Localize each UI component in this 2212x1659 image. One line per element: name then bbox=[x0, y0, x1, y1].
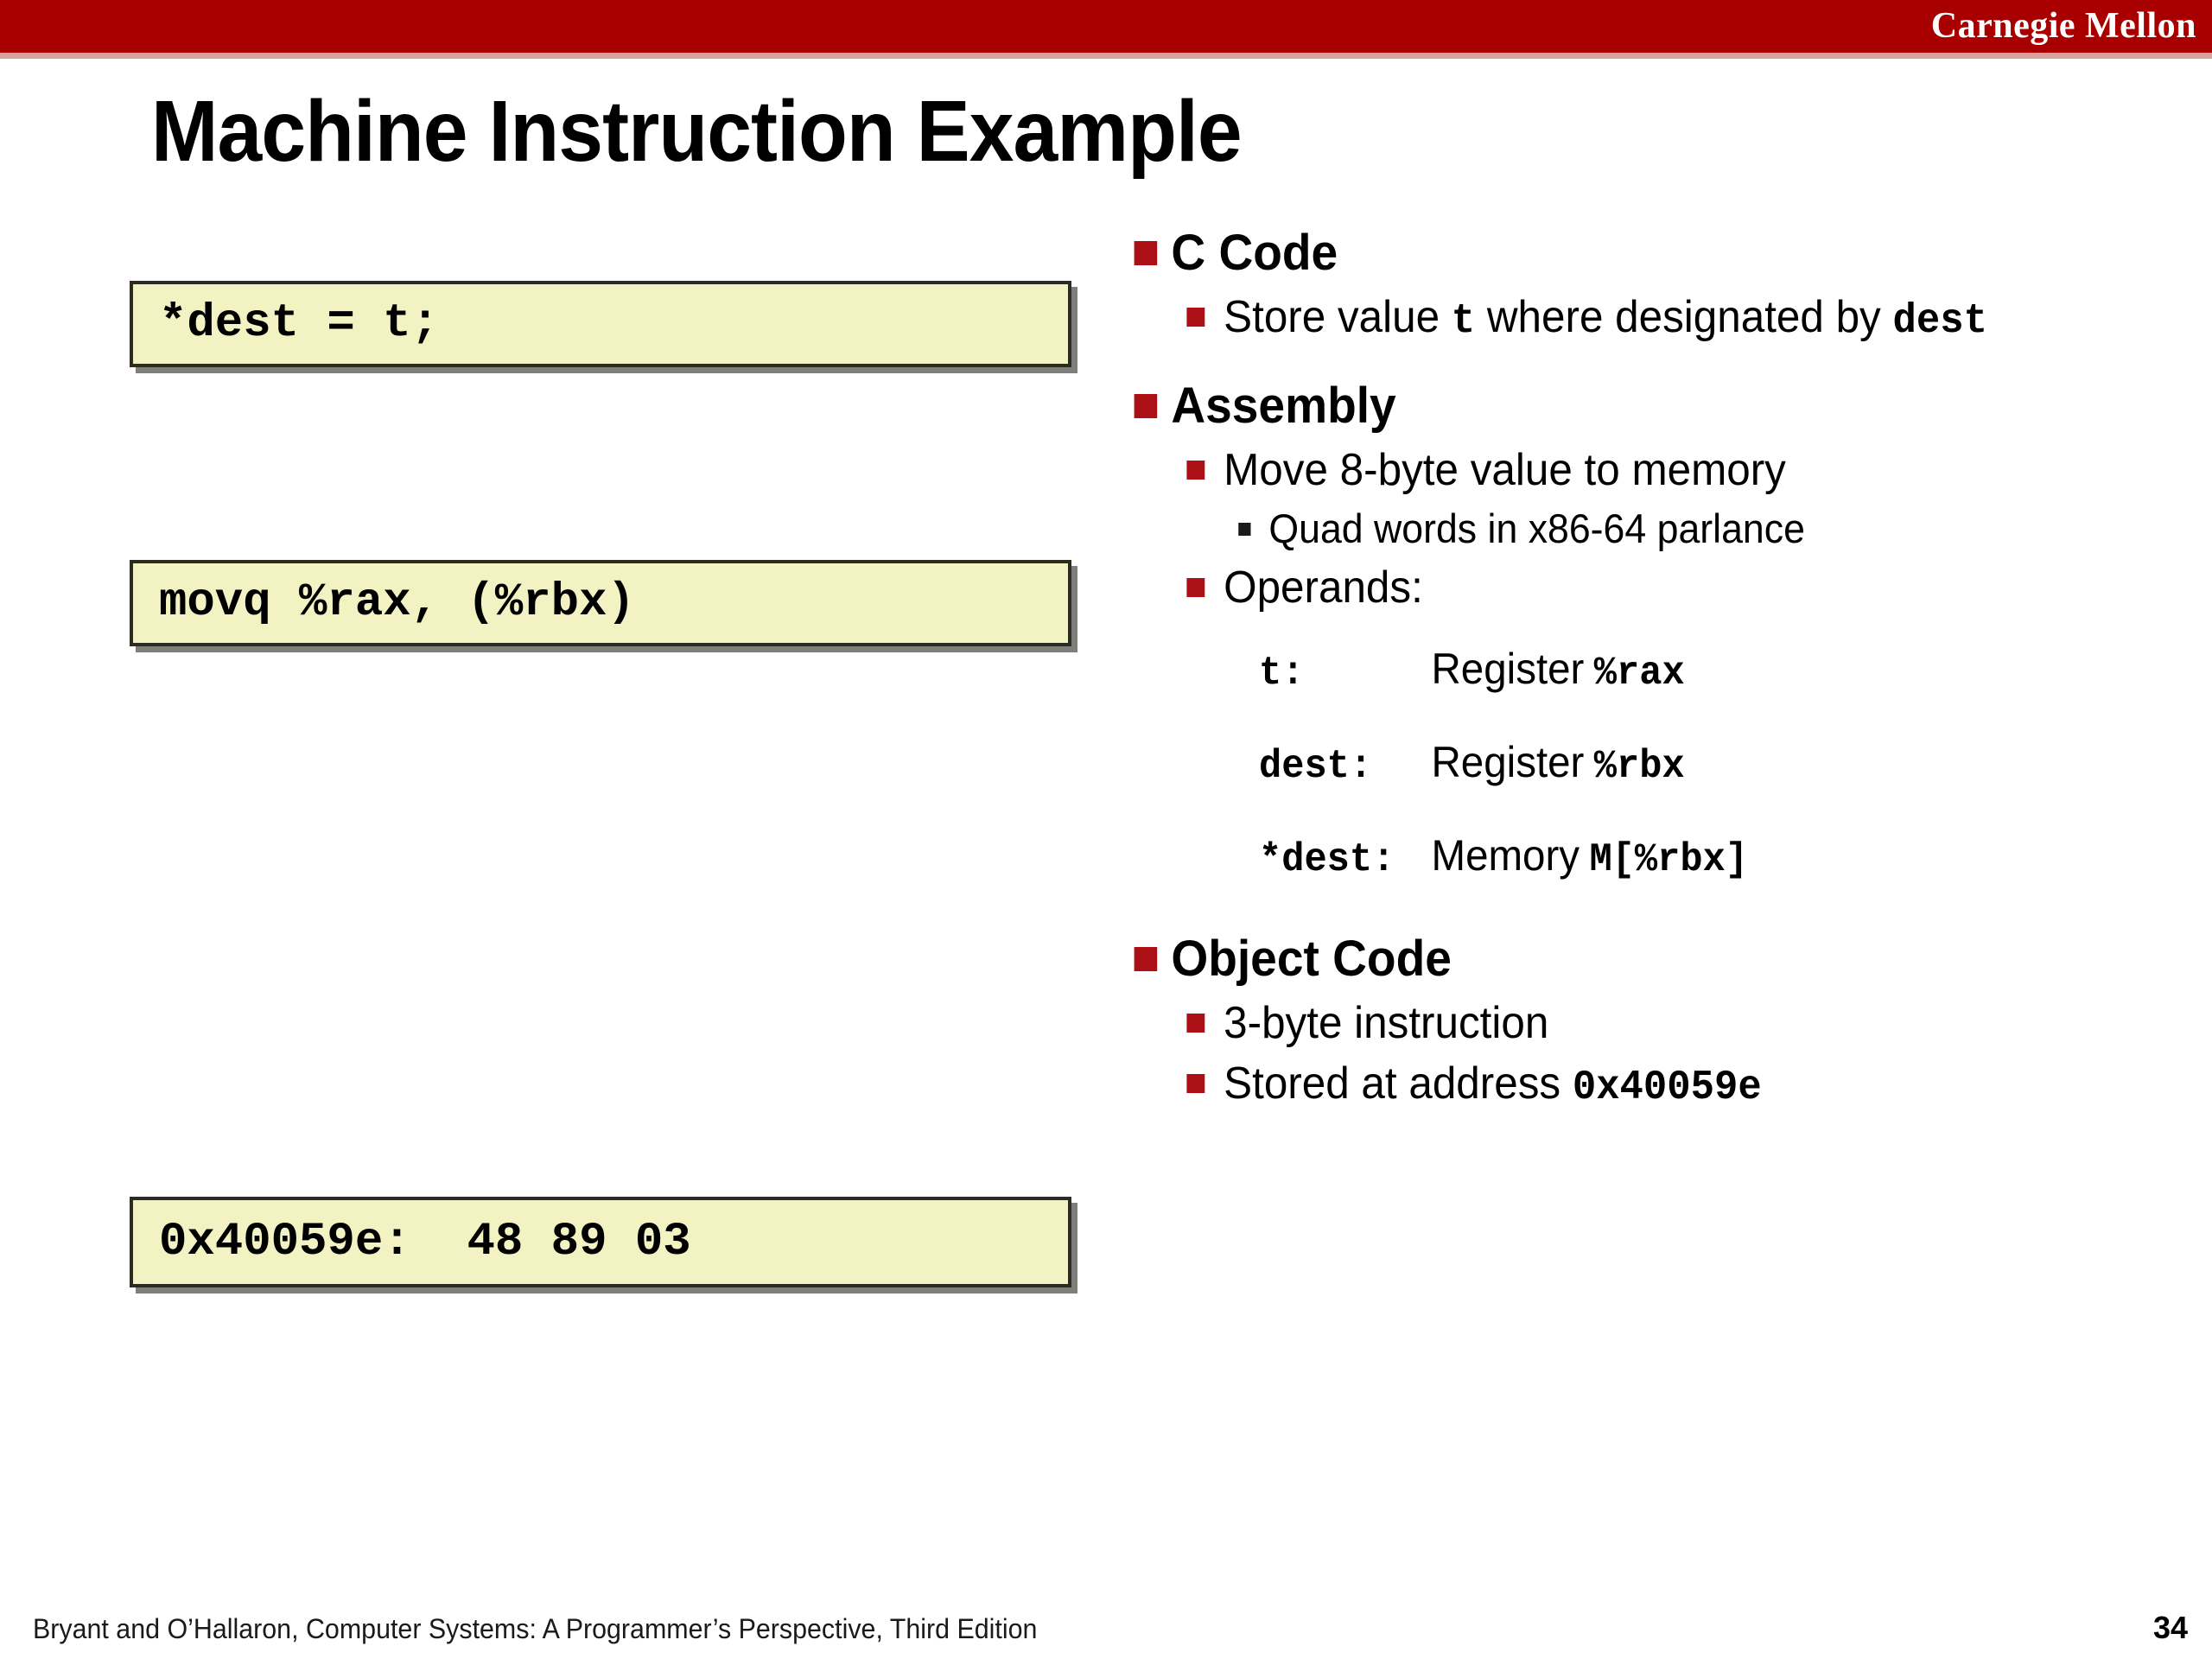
page-number: 34 bbox=[2152, 1610, 2188, 1645]
operand-kind: Register bbox=[1431, 645, 1585, 693]
operand-kind: Memory bbox=[1431, 831, 1580, 880]
bullet-square-icon bbox=[1186, 308, 1205, 327]
stored-address-value: 0x40059e bbox=[1572, 1065, 1762, 1111]
store-value-var-t: t bbox=[1451, 298, 1476, 345]
bullet-move-8-byte: Move 8-byte value to memory bbox=[1128, 442, 2154, 499]
bullet-square-icon bbox=[1186, 578, 1205, 597]
stored-prefix: Stored at address bbox=[1224, 1058, 1573, 1109]
bullet-quad-label: Quad words in x86-64 parlance bbox=[1268, 505, 1805, 551]
header-underline bbox=[0, 53, 2212, 59]
outline-content: C Code Store value t where designated by… bbox=[1128, 223, 2208, 1120]
store-value-mid: where designated by bbox=[1475, 292, 1893, 342]
operand-location: %rbx bbox=[1593, 744, 1685, 789]
section-heading-c-code: C Code bbox=[1128, 223, 2154, 283]
operand-row: dest: Register %rbx bbox=[1259, 718, 2154, 811]
bullet-square-icon bbox=[1134, 947, 1158, 971]
bullet-square-icon bbox=[1134, 394, 1158, 418]
bullet-square-icon bbox=[1186, 1074, 1205, 1093]
bullet-three-byte-instruction: 3-byte instruction bbox=[1128, 995, 2154, 1052]
operand-row: *dest: Memory M[%rbx] bbox=[1259, 811, 2154, 905]
bullet-operands: Operands: bbox=[1128, 559, 2154, 616]
operand-location: M[%rbx] bbox=[1589, 837, 1749, 882]
section-heading-label: Object Code bbox=[1171, 931, 1452, 987]
bullet-square-icon bbox=[1134, 241, 1158, 265]
operand-key: dest: bbox=[1259, 744, 1373, 789]
spacer bbox=[1128, 905, 2208, 929]
operand-key: *dest: bbox=[1259, 837, 1395, 882]
bullet-quad-words: Quad words in x86-64 parlance bbox=[1128, 502, 2154, 556]
header-bar bbox=[0, 0, 2212, 53]
c-code-box: *dest = t; bbox=[130, 281, 1071, 367]
object-code-box: 0x40059e: 48 89 03 bbox=[130, 1197, 1071, 1287]
operand-location: %rax bbox=[1593, 651, 1685, 696]
store-value-var-dest: dest bbox=[1892, 298, 1987, 345]
bullet-stored-at-address: Stored at address 0x40059e bbox=[1128, 1055, 2154, 1116]
operand-row: t: Register %rax bbox=[1259, 625, 2154, 718]
bullet-square-icon bbox=[1238, 523, 1251, 536]
section-heading-label: Assembly bbox=[1171, 378, 1396, 434]
carnegie-mellon-brand: Carnegie Mellon bbox=[1930, 6, 2196, 46]
section-heading-assembly: Assembly bbox=[1128, 376, 2154, 436]
bullet-store-value: Store value t where designated by dest bbox=[1128, 289, 2154, 350]
spacer bbox=[1128, 353, 2208, 376]
section-heading-object-code: Object Code bbox=[1128, 929, 2154, 989]
bullet-operands-label: Operands: bbox=[1224, 563, 1423, 613]
footer-citation: Bryant and O’Hallaron, Computer Systems:… bbox=[33, 1613, 1038, 1644]
bullet-square-icon bbox=[1186, 1014, 1205, 1033]
c-code-text: *dest = t; bbox=[159, 297, 440, 350]
bullet-square-icon bbox=[1186, 461, 1205, 480]
assembly-code-box: movq %rax, (%rbx) bbox=[130, 560, 1071, 646]
assembly-code-text: movq %rax, (%rbx) bbox=[159, 576, 635, 629]
object-code-text: 0x40059e: 48 89 03 bbox=[159, 1215, 691, 1268]
bullet-three-byte-label: 3-byte instruction bbox=[1224, 998, 1549, 1048]
operand-key: t: bbox=[1259, 651, 1305, 696]
section-heading-label: C Code bbox=[1171, 225, 1338, 281]
store-value-prefix: Store value bbox=[1224, 292, 1452, 342]
bullet-move-label: Move 8-byte value to memory bbox=[1224, 445, 1786, 495]
page-title: Machine Instruction Example bbox=[151, 83, 1243, 180]
operands-table: t: Register %rax dest: Register %rbx *de… bbox=[1128, 625, 2154, 905]
operand-kind: Register bbox=[1431, 738, 1585, 786]
